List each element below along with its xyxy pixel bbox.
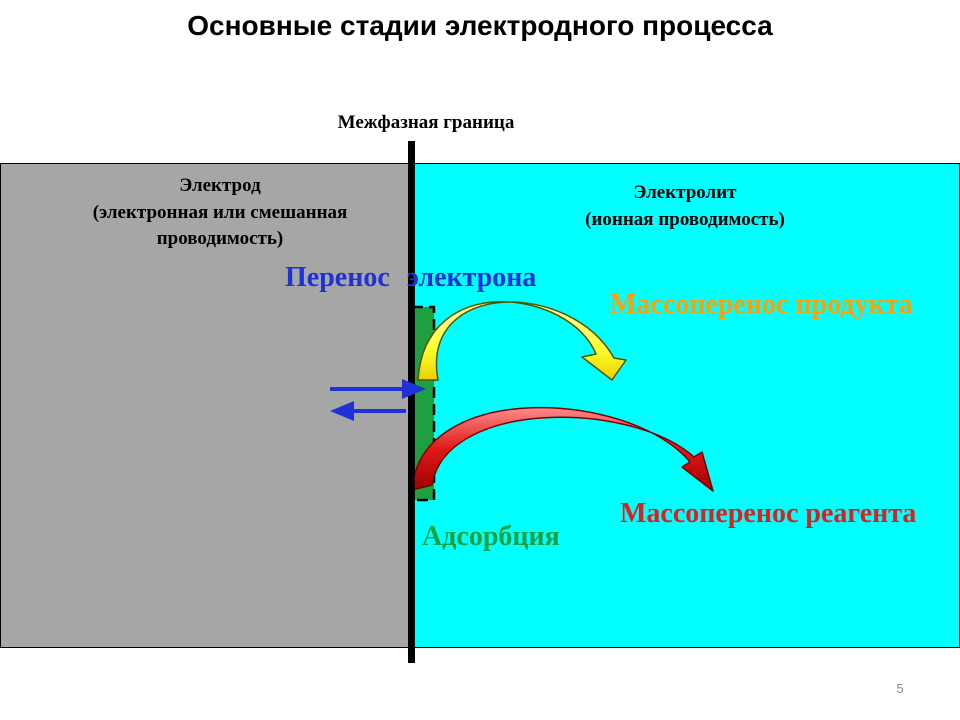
adsorption-label: Адсорбция [422,521,560,552]
product-mass-transfer-label: Массоперенос продукта [610,289,913,320]
page-number: 5 [896,681,904,696]
reagent-mass-transfer-arrow [411,406,714,492]
electron-transfer-label: Перенос электрона [285,262,537,293]
electrolyte-label-line-2: (ионная проводимость) [585,208,785,230]
reagent-mass-transfer-label: Массоперенос реагента [620,498,917,529]
electrolyte-label: Электролит (ионная проводимость) [530,180,840,233]
electrolyte-label-line-1: Электролит [633,182,737,203]
electrode-label-line-1: Электрод [179,175,261,196]
electron-transfer-arrows [330,379,426,421]
interface-boundary-line [408,141,415,663]
electrode-label: Электрод (электронная или смешанная пров… [40,173,400,253]
electrode-label-line-3: проводимость) [156,228,284,250]
electron-arrow-from-interface-head [330,401,354,421]
slide-title: Основные стадии электродного процесса [187,10,773,41]
product-mass-transfer-arrow [417,301,627,381]
electrode-label-line-2: (электронная или смешанная [92,201,348,223]
electrode-region [0,163,411,648]
electron-arrow-to-interface-head [402,379,426,399]
interface-label: Межфазная граница [337,112,515,133]
